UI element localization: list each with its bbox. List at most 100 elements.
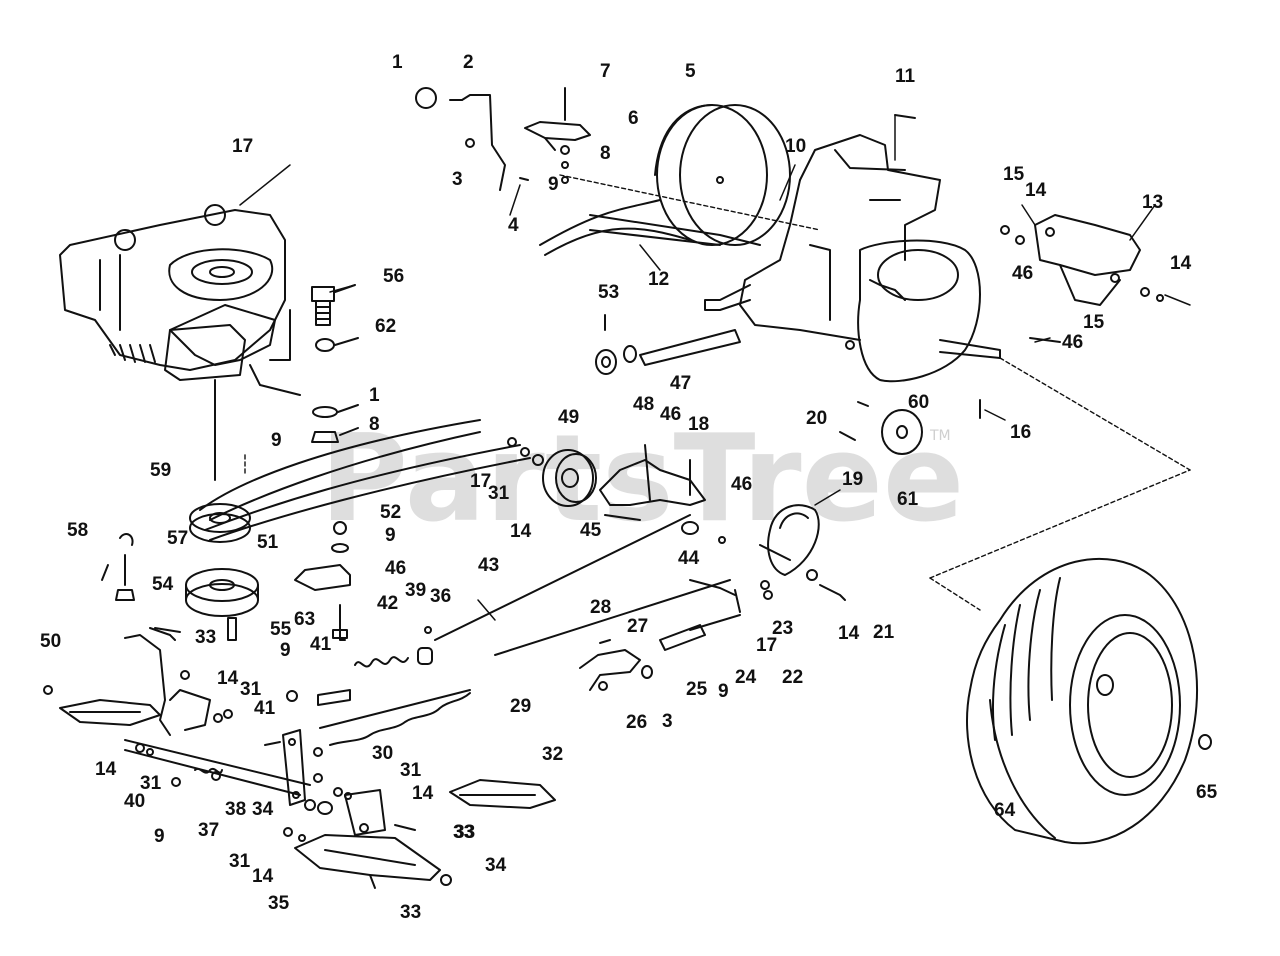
- pedal-pad-32: [449, 779, 556, 809]
- part-label-13: 13: [1142, 192, 1163, 213]
- spring-42: [286, 609, 433, 706]
- part-label-50: 50: [40, 631, 61, 652]
- idler-pulley: [507, 437, 597, 507]
- part-label-9: 9: [548, 174, 559, 195]
- part-label-24: 24: [735, 667, 757, 688]
- part-label-64: 64: [994, 800, 1016, 821]
- part-label-43: 43: [478, 555, 499, 576]
- part-label-33: 33: [454, 822, 475, 843]
- part-label-17: 17: [232, 136, 253, 157]
- part-label-40: 40: [124, 791, 145, 812]
- part-label-23: 23: [772, 618, 793, 639]
- spacer-49: [595, 314, 637, 375]
- control-rods: [319, 514, 741, 746]
- part-label-58: 58: [67, 520, 88, 541]
- part-label-14: 14: [95, 759, 117, 780]
- part-label-10: 10: [785, 136, 806, 157]
- part-label-41: 41: [310, 634, 332, 655]
- part-label-46: 46: [660, 404, 681, 425]
- part-label-3: 3: [452, 169, 463, 190]
- part-label-45: 45: [580, 520, 602, 541]
- part-label-65: 65: [1196, 782, 1218, 803]
- part-label-9: 9: [718, 681, 729, 702]
- hub-cap: [839, 399, 981, 455]
- part-label-14: 14: [252, 866, 274, 887]
- part-label-48: 48: [633, 394, 654, 415]
- part-label-12: 12: [648, 269, 669, 290]
- part-label-8: 8: [369, 414, 380, 435]
- idler-bracket: [599, 444, 706, 535]
- arrow-leaders: [239, 114, 1191, 621]
- part-label-34: 34: [485, 855, 507, 876]
- part-label-57: 57: [167, 528, 188, 549]
- part-label-36: 36: [430, 586, 451, 607]
- part-label-28: 28: [590, 597, 611, 618]
- part-label-3: 3: [662, 711, 673, 732]
- part-label-16: 16: [1010, 422, 1031, 443]
- part-label-15: 15: [1083, 312, 1105, 333]
- part-label-9: 9: [385, 525, 396, 546]
- brake-pedal: [43, 627, 190, 736]
- part-label-55: 55: [270, 619, 292, 640]
- part-label-15: 15: [1003, 164, 1025, 185]
- part-label-14: 14: [510, 521, 532, 542]
- part-label-21: 21: [873, 622, 895, 643]
- part-label-46: 46: [1012, 263, 1033, 284]
- part-label-47: 47: [670, 373, 691, 394]
- part-label-31: 31: [400, 760, 422, 781]
- part-label-9: 9: [280, 640, 291, 661]
- part-label-30: 30: [372, 743, 393, 764]
- part-label-41: 41: [254, 698, 276, 719]
- engine-pulley: [189, 503, 251, 543]
- part-label-14: 14: [1025, 180, 1047, 201]
- shift-lever: [415, 87, 529, 191]
- part-label-14: 14: [1170, 253, 1192, 274]
- part-label-44: 44: [678, 548, 700, 569]
- part-label-62: 62: [375, 316, 396, 337]
- part-label-34: 34: [252, 799, 274, 820]
- leader-lines: [244, 174, 1191, 611]
- rear-wheel: [966, 557, 1212, 845]
- part-label-7: 7: [600, 61, 611, 82]
- part-label-35: 35: [268, 893, 290, 914]
- part-label-26: 26: [626, 712, 647, 733]
- part-label-14: 14: [412, 783, 434, 804]
- part-label-49: 49: [558, 407, 579, 428]
- bracket-34: [344, 789, 416, 836]
- part-label-31: 31: [229, 851, 251, 872]
- transaxle: [639, 114, 1001, 383]
- part-label-59: 59: [150, 460, 171, 481]
- part-label-61: 61: [897, 489, 919, 510]
- part-label-1: 1: [392, 52, 403, 73]
- part-label-31: 31: [240, 679, 262, 700]
- part-label-46: 46: [385, 558, 406, 579]
- part-label-4: 4: [508, 215, 519, 236]
- watermark-trademark: TM: [929, 428, 951, 444]
- part-label-5: 5: [685, 61, 696, 82]
- part-label-54: 54: [152, 574, 174, 595]
- part-label-20: 20: [806, 408, 827, 429]
- part-label-6: 6: [628, 108, 639, 129]
- part-label-14: 14: [838, 623, 860, 644]
- part-label-39: 39: [405, 580, 426, 601]
- part-label-37: 37: [198, 820, 219, 841]
- part-label-25: 25: [686, 679, 708, 700]
- part-label-22: 22: [782, 667, 803, 688]
- part-label-8: 8: [600, 143, 611, 164]
- part-label-29: 29: [510, 696, 531, 717]
- bracket-6: [524, 87, 591, 184]
- part-label-32: 32: [542, 744, 563, 765]
- part-label-33: 33: [400, 902, 421, 923]
- part-label-1: 1: [369, 385, 380, 406]
- part-label-53: 53: [598, 282, 619, 303]
- drive-belt: [199, 419, 531, 541]
- part-label-14: 14: [217, 668, 239, 689]
- part-label-42: 42: [377, 593, 398, 614]
- part-label-31: 31: [488, 483, 510, 504]
- variable-speed-pulley: [539, 104, 791, 256]
- part-label-17: 17: [470, 471, 491, 492]
- part-label-60: 60: [908, 392, 929, 413]
- part-label-2: 2: [463, 52, 474, 73]
- part-label-11: 11: [895, 66, 916, 87]
